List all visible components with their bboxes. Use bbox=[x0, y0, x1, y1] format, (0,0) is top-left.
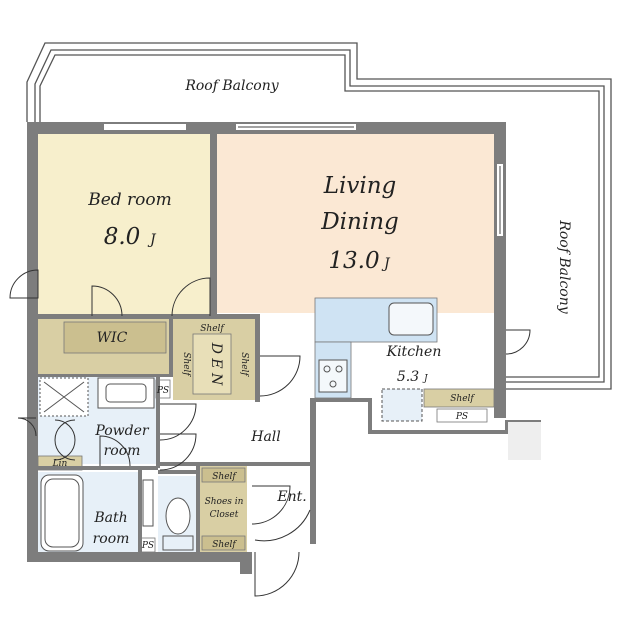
den-shelf-left-label: Shelf bbox=[181, 352, 191, 377]
shoes-closet-label-1: Shoes in bbox=[205, 497, 244, 507]
kitchen-size: 5.3 bbox=[397, 369, 419, 385]
walls bbox=[27, 122, 541, 574]
powder-room-label-1: Powder bbox=[94, 423, 150, 439]
shoes-closet-label-2: Closet bbox=[210, 510, 239, 520]
bathtub bbox=[40, 474, 84, 552]
linen-label: Lin bbox=[52, 459, 68, 469]
kitchen-ps-label: PS bbox=[455, 412, 468, 422]
den-label: D E N bbox=[208, 342, 224, 386]
shoes-shelf-bottom-label: Shelf bbox=[212, 540, 237, 550]
hall-label: Hall bbox=[250, 429, 281, 445]
bath-room-label-1: Bath bbox=[93, 510, 127, 526]
door-swings bbox=[9, 269, 531, 597]
kitchen-label: Kitchen bbox=[386, 344, 442, 360]
living-unit: J bbox=[381, 256, 391, 272]
den-shelf-right-label: Shelf bbox=[239, 352, 249, 377]
bath-ps-label: PS bbox=[141, 541, 154, 551]
dining-label: Dining bbox=[320, 209, 399, 235]
bedroom-unit: J bbox=[147, 232, 157, 248]
roof-balcony-top-outline bbox=[26, 42, 612, 390]
stove bbox=[318, 359, 348, 393]
roof-balcony-right-label: Roof Balcony bbox=[556, 219, 572, 314]
roof-balcony-top-label: Roof Balcony bbox=[184, 78, 279, 94]
entrance-label: Ent. bbox=[276, 489, 306, 505]
roof-balcony-inner2 bbox=[39, 54, 600, 378]
den-inner bbox=[192, 333, 232, 395]
fridge-space bbox=[381, 388, 423, 422]
powder-ps-label: PS bbox=[156, 386, 169, 396]
toilet bbox=[165, 497, 191, 535]
living-size: 13.0 bbox=[328, 248, 379, 274]
kitchen-shelf-label: Shelf bbox=[450, 394, 475, 404]
washbasin bbox=[97, 377, 155, 409]
shoes-shelf-top-label: Shelf bbox=[212, 472, 237, 482]
kitchen-unit: J bbox=[422, 374, 429, 384]
sink bbox=[388, 302, 434, 336]
living-floor bbox=[217, 134, 494, 313]
roof-balcony-top-inner bbox=[34, 49, 605, 383]
powder-room-label-2: room bbox=[104, 443, 141, 459]
kitchen-ps bbox=[436, 408, 488, 423]
bath-room-label-2: room bbox=[93, 531, 130, 547]
living-label: Living bbox=[323, 173, 397, 199]
wic-label: WIC bbox=[97, 330, 128, 346]
wic-shelf bbox=[63, 321, 167, 354]
bedroom-label: Bed room bbox=[87, 190, 172, 210]
bedroom-floor bbox=[38, 134, 212, 316]
den-shelf-top-label: Shelf bbox=[200, 324, 225, 334]
bedroom-size: 8.0 bbox=[104, 224, 141, 250]
